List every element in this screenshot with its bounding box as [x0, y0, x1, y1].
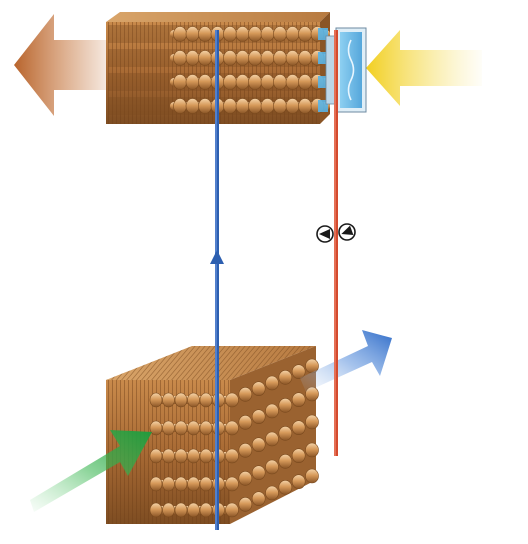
lower-coil: [106, 346, 319, 524]
coil-tube-row: [108, 25, 330, 43]
triangle-up-icon: [210, 250, 224, 264]
outdoor-air-arrow: [30, 430, 152, 512]
coil-tube-row: [149, 414, 319, 464]
extract-air-arrow: [366, 30, 482, 106]
supply-air-arrow: [300, 330, 392, 392]
exhaust-air-arrow: [14, 14, 118, 116]
upper-coil: [106, 12, 330, 124]
filter-unit: [325, 27, 367, 113]
pump-icon: [316, 223, 356, 243]
coil-tube-row: [108, 49, 330, 67]
coil-tube-row: [149, 358, 319, 408]
return-pipe: [334, 30, 338, 456]
coil-tube-row: [108, 73, 330, 91]
coil-tube-row: [149, 442, 319, 492]
supply-pipe: [215, 30, 219, 530]
